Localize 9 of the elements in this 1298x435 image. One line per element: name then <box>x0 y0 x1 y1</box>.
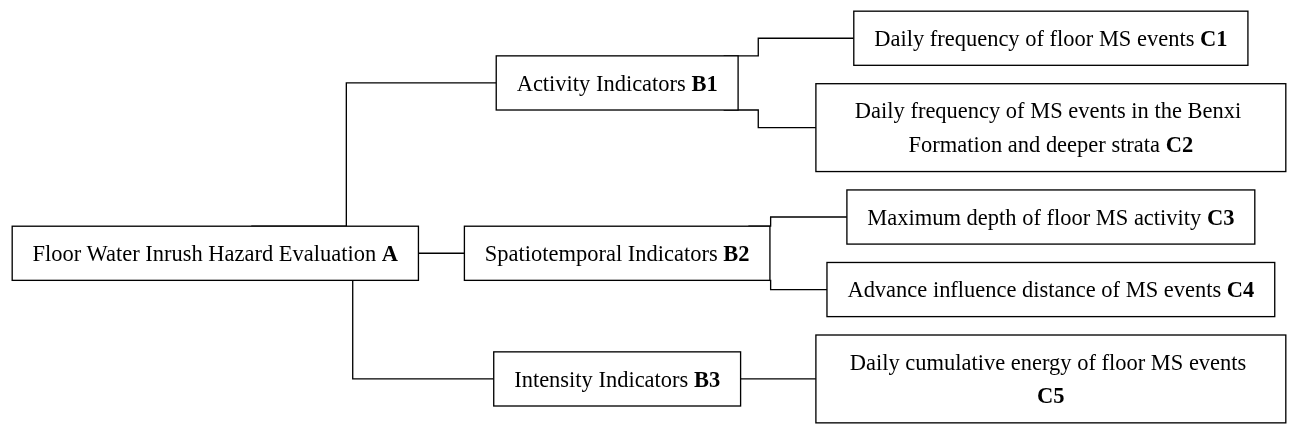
node-box: Spatiotemporal Indicators B2 <box>463 226 771 282</box>
node-box: Advance influence distance of MS events C4 <box>826 262 1276 318</box>
node-box: Daily frequency of floor MS events C1 <box>853 11 1249 67</box>
node-box: Floor Water Inrush Hazard Evaluation A <box>11 226 420 282</box>
node-box: Maximum depth of floor MS activity C3 <box>846 189 1256 246</box>
node-box: Activity Indicators B1 <box>495 55 739 112</box>
node-box: Daily cumulative energy of floor MS events C5 <box>815 334 1287 424</box>
node-box: Intensity Indicators B3 <box>493 351 742 408</box>
node-box: Daily frequency of MS events in the Benxi Formation and deeper strata C2 <box>815 83 1287 173</box>
